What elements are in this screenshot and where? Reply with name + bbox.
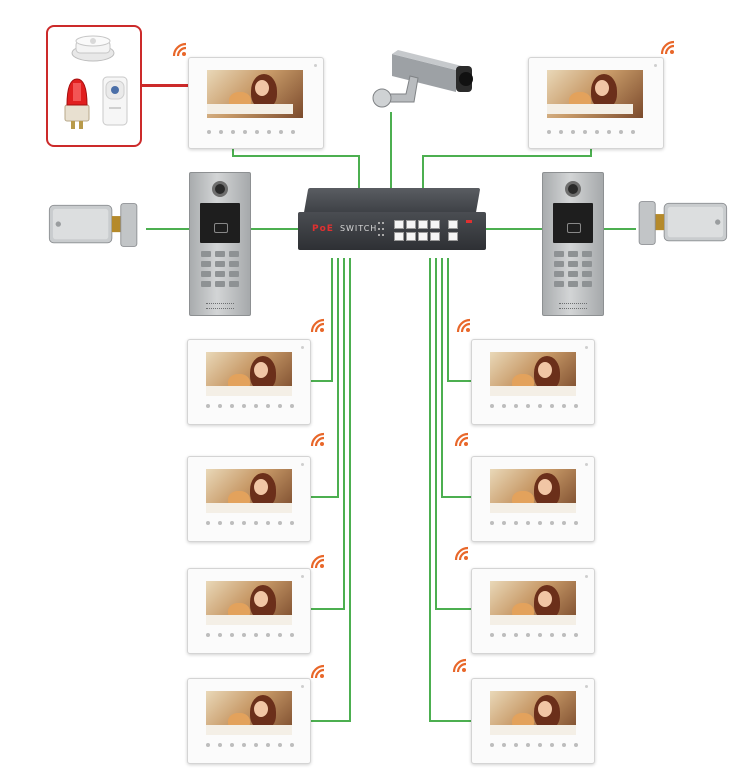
wire-segment xyxy=(447,380,471,382)
wifi-icon xyxy=(660,40,675,55)
wire-segment xyxy=(447,258,449,382)
electric-lock-icon xyxy=(638,201,728,245)
switch-model: SWITCH xyxy=(339,224,378,233)
wire-segment xyxy=(429,258,431,722)
wire-segment xyxy=(232,155,360,157)
wire-segment xyxy=(422,155,424,191)
wire-segment xyxy=(602,228,636,230)
indoor-monitor xyxy=(187,456,311,542)
smoke-detector-icon xyxy=(71,35,115,62)
wire-segment xyxy=(343,258,345,610)
door-station xyxy=(189,172,251,316)
wire-segment xyxy=(146,228,190,230)
indoor-monitor xyxy=(187,339,311,425)
wire-segment xyxy=(486,228,542,230)
cctv-camera-icon xyxy=(372,50,473,108)
alarm-link xyxy=(142,84,188,87)
wire-segment xyxy=(429,720,471,722)
wire-segment xyxy=(310,608,345,610)
wire-segment xyxy=(232,147,234,157)
wifi-icon xyxy=(454,546,469,561)
indoor-monitor xyxy=(471,568,595,654)
poe-switch: PoE SWITCH xyxy=(298,188,486,258)
switch-brand: PoE xyxy=(312,224,334,234)
indoor-monitor xyxy=(471,678,595,764)
wifi-icon xyxy=(454,432,469,447)
wire-segment xyxy=(422,155,592,157)
wifi-icon xyxy=(452,658,467,673)
indoor-monitor xyxy=(528,57,664,149)
indoor-monitor xyxy=(188,57,324,149)
indoor-monitor xyxy=(187,678,311,764)
wire-segment xyxy=(310,496,339,498)
wire-segment xyxy=(358,155,360,191)
wifi-icon xyxy=(310,318,325,333)
alarm-devices-group xyxy=(46,25,142,147)
wire-segment xyxy=(441,496,471,498)
wire-segment xyxy=(310,720,351,722)
alarm-siren-icon xyxy=(64,78,90,129)
wire-segment xyxy=(435,608,471,610)
wifi-icon xyxy=(456,318,471,333)
wifi-icon xyxy=(172,42,187,57)
wifi-icon xyxy=(310,554,325,569)
wire-segment xyxy=(310,380,333,382)
indoor-monitor xyxy=(187,568,311,654)
electric-lock-icon xyxy=(48,203,138,247)
wire-segment xyxy=(331,258,333,382)
wire-segment xyxy=(337,258,339,498)
door-station xyxy=(542,172,604,316)
wire-segment xyxy=(441,258,443,498)
switch-label: PoE SWITCH xyxy=(312,224,377,234)
wire-segment xyxy=(590,147,592,157)
wifi-icon xyxy=(310,432,325,447)
wire-segment xyxy=(435,258,437,610)
wire-segment xyxy=(250,228,300,230)
wire-segment xyxy=(349,258,351,722)
indoor-monitor xyxy=(471,456,595,542)
motion-sensor-icon xyxy=(102,76,128,126)
wire-segment xyxy=(390,112,392,192)
wifi-icon xyxy=(310,664,325,679)
indoor-monitor xyxy=(471,339,595,425)
